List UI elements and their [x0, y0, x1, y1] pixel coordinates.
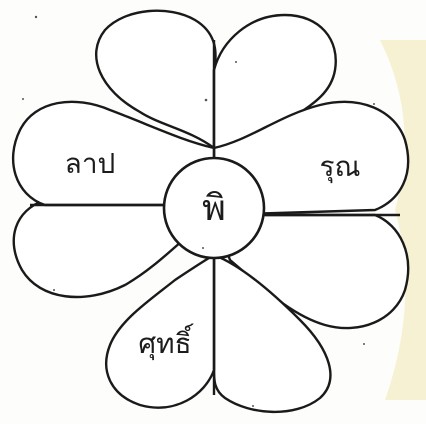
petal-label-left-upper: ลาป: [65, 147, 116, 180]
watermark-seal: [380, 40, 426, 400]
center-label: พิ: [202, 188, 226, 229]
petal-label-left-lower: ศุทธิ์: [138, 323, 194, 361]
petal-label-right-upper: รุณ: [319, 150, 360, 184]
